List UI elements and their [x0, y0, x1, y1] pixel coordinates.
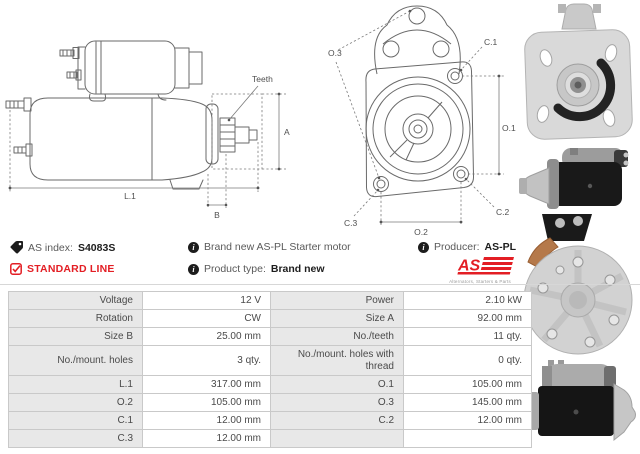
- product-photo-three-quarter-view: [519, 148, 629, 209]
- table-row: Rotation CW Size A 92.00 mm: [8, 309, 532, 328]
- producer-label: Producer:: [433, 241, 480, 253]
- spec-value-cell: 12.00 mm: [142, 429, 271, 448]
- as-index-row: AS index: S4083S: [10, 241, 115, 254]
- spec-label-cell: Size B: [8, 327, 143, 346]
- product-photos-column: [518, 0, 640, 454]
- specs-table: Voltage 12 V Power 2.10 kW Rotation CW S…: [8, 291, 532, 448]
- spec-label-cell: O.1: [270, 375, 404, 394]
- table-row: C.3 12.00 mm: [8, 429, 532, 448]
- table-row: No./mount. holes 3 qty. No./mount. holes…: [8, 345, 532, 376]
- product-type-label: Product type:: [204, 263, 266, 275]
- table-row: C.1 12.00 mm C.2 12.00 mm: [8, 411, 532, 430]
- dim-label-c2: C.2: [496, 207, 510, 217]
- dim-label-o2: O.2: [414, 227, 428, 237]
- spec-value-cell: 12 V: [142, 291, 271, 310]
- producer-row: i Producer: AS-PL: [417, 241, 517, 253]
- brand-new-text: Brand new AS-PL Starter motor: [204, 241, 351, 253]
- spec-label-cell: [270, 429, 404, 448]
- spec-label-cell: Rotation: [8, 309, 143, 328]
- dim-label-o1: O.1: [502, 123, 516, 133]
- as-pl-logo-text: AS: [457, 258, 481, 275]
- spec-value-cell: 12.00 mm: [403, 411, 532, 430]
- standard-line-row: STANDARD LINE: [10, 263, 115, 275]
- spec-label-cell: L.1: [8, 375, 143, 394]
- dim-label-c3: C.3: [344, 218, 358, 228]
- product-photo-rear-view: [523, 214, 633, 355]
- spec-value-cell: 92.00 mm: [403, 309, 532, 328]
- dim-label-c1: C.1: [484, 37, 498, 47]
- spec-value-cell: 2.10 kW: [403, 291, 532, 310]
- spec-value-cell: 3 qty.: [142, 345, 271, 376]
- table-row: Size B 25.00 mm No./teeth 11 qty.: [8, 327, 532, 346]
- dim-label-l1: L.1: [124, 191, 136, 201]
- standard-line-label: STANDARD LINE: [27, 263, 115, 275]
- divider: [0, 284, 640, 285]
- product-type-value: Brand new: [270, 263, 325, 275]
- spec-label-cell: Power: [270, 291, 404, 310]
- spec-value-cell: 317.00 mm: [142, 375, 271, 394]
- as-index-label: AS index:: [28, 241, 73, 254]
- starter-side-view-diagram: Teeth A L.1 B: [5, 40, 290, 220]
- as-pl-logo: AS Alternators, Starters & Parts: [442, 256, 518, 284]
- spec-label-cell: O.2: [8, 393, 143, 412]
- spec-label-cell: C.1: [8, 411, 143, 430]
- spec-label-cell: No./mount. holes: [8, 345, 143, 376]
- dim-label-a: A: [284, 127, 290, 137]
- dim-label-o3: O.3: [328, 48, 342, 58]
- starter-front-view-diagram: O.3 C.1 O.1 C.2 C.3 O.2: [328, 5, 516, 237]
- spec-label-cell: C.2: [270, 411, 404, 430]
- dim-label-teeth: Teeth: [252, 74, 273, 84]
- as-pl-logo-icon: AS: [457, 257, 514, 275]
- spec-value-cell: 25.00 mm: [142, 327, 271, 346]
- spec-label-cell: Voltage: [8, 291, 143, 310]
- spec-value-cell: 0 qty.: [403, 345, 532, 376]
- checkbox-checked-icon: [10, 263, 22, 275]
- spec-value-cell: 105.00 mm: [142, 393, 271, 412]
- info-icon: i: [188, 263, 199, 275]
- table-row: Voltage 12 V Power 2.10 kW: [8, 291, 532, 310]
- info-icon: i: [188, 241, 199, 253]
- spec-label-cell: C.3: [8, 429, 143, 448]
- spec-value-cell: 105.00 mm: [403, 375, 532, 394]
- product-photo-side-view: [523, 360, 636, 442]
- spec-label-cell: Size A: [270, 309, 404, 328]
- product-photo-front-flange: [524, 3, 633, 140]
- spec-value-cell: 11 qty.: [403, 327, 532, 346]
- producer-value: AS-PL: [484, 241, 517, 253]
- dim-label-b: B: [214, 210, 220, 220]
- brand-new-row: i Brand new AS-PL Starter motor: [188, 241, 351, 253]
- table-row: O.2 105.00 mm O.3 145.00 mm: [8, 393, 532, 412]
- spec-value-cell: CW: [142, 309, 271, 328]
- spec-label-cell: No./teeth: [270, 327, 404, 346]
- as-pl-logo-subtext: Alternators, Starters & Parts: [449, 279, 511, 284]
- as-index-value: S4083S: [77, 241, 116, 254]
- info-icon: i: [417, 241, 429, 253]
- spec-value-cell: 12.00 mm: [142, 411, 271, 430]
- product-type-row: i Product type: Brand new: [188, 263, 325, 275]
- spec-value-cell: 145.00 mm: [403, 393, 532, 412]
- spec-value-cell: [403, 429, 532, 448]
- spec-label-cell: No./mount. holes with thread: [270, 345, 404, 376]
- spec-label-cell: O.3: [270, 393, 404, 412]
- tag-icon: [10, 241, 23, 254]
- table-row: L.1 317.00 mm O.1 105.00 mm: [8, 375, 532, 394]
